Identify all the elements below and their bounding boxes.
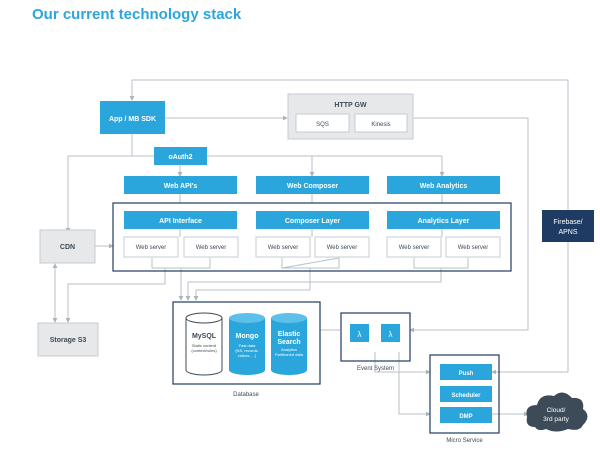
mysql-cylinder: MySQL Static content (context/rules) [185,312,223,376]
third-party-label: 3rd party [543,416,569,423]
lambda-label: λ [358,330,362,339]
elastic-sub-label: Partitioned data [275,352,304,357]
elastic-sub-label: Analytics [281,347,297,352]
app-sdk-node: App / MB SDK [100,101,165,134]
http-gw-node: HTTP GW SQS Kinesis [287,93,414,140]
dmp-box [440,407,492,423]
push-label: Push [459,371,474,377]
connector-events-push [374,352,431,375]
push-box [440,364,492,380]
web-server-label: Web server [327,245,358,251]
web-server-box [314,236,370,258]
elastic-cylinder: Elastic Search Analytics Partitioned dat… [271,313,307,375]
mongo-sub-label: (NS, records, [235,348,259,353]
cloud-label: Cloud/ [547,407,566,414]
firebase-label: Firebase/ [553,219,582,226]
web-analytics-box [387,176,500,194]
analytics-layer-box [387,211,500,229]
database-label: Database [233,392,259,398]
lambda-box [381,324,400,342]
connector-analytics-db [185,268,442,301]
web-server-label: Web server [196,245,227,251]
lambda-box [350,324,369,342]
mysql-sub-label: Static content [192,343,217,348]
scheduler-box [440,386,492,402]
connector-composer-db [193,268,311,301]
composer-layer-box [256,211,369,229]
oauth2-node: oAuth2 [154,147,207,165]
elastic-label: Elastic [278,331,301,338]
bracket-composer-servers-a [281,257,340,269]
web-server-box [445,236,501,258]
firebase-node: Firebase/ APNS [542,210,594,242]
web-server-box [183,236,239,258]
mysql-sub-label: (context/rules) [191,348,217,353]
connector-servers-storage [65,268,166,323]
web-server-box [123,236,179,258]
web-server-box [386,236,442,258]
connector-firebase-push [491,242,569,375]
api-interface-box [124,211,237,229]
connector-events-dmp [398,352,431,417]
event-system-label: Event System [357,366,394,372]
mongo-cylinder: Mongo Fast data (NS, records, videos, ..… [229,313,265,375]
web-apis-box [124,176,237,194]
micro-service-group: Push Scheduler DMP Micro Service [429,354,500,444]
oauth2-label: oAuth2 [168,154,192,161]
web-server-box [255,236,311,258]
scheduler-label: Scheduler [451,393,481,399]
event-system-group: λ λ Event System [340,312,411,372]
mongo-label: Mongo [236,333,259,340]
bracket-composer-servers-b [282,258,340,269]
web-apis-label: Web API's [164,183,198,190]
web-server-label: Web server [136,245,167,251]
analytics-layer-label: Analytics Layer [418,218,470,225]
web-server-label: Web server [268,245,299,251]
web-server-label: Web server [458,245,489,251]
micro-service-label: Micro Service [446,438,483,444]
page-title: Our current technology stack [32,6,242,23]
api-interface-label: API Interface [159,218,202,225]
connector-firebase-to-app [129,79,569,210]
sqs-label: SQS [316,122,329,128]
cdn-node: CDN [39,229,96,264]
kinesis-label: Kinesis [371,122,390,128]
connectors [52,79,569,417]
storage-s3-label: Storage S3 [50,337,87,344]
cloud-node: Cloud/ 3rd party [526,392,588,432]
lambda-label: λ [389,330,393,339]
bracket-analytics-servers [413,258,469,269]
apns-label: APNS [558,229,577,236]
composer-layer-label: Composer Layer [285,218,341,225]
storage-s3-node: Storage S3 [37,322,99,357]
service-container: API Interface Composer Layer Analytics L… [112,202,512,272]
cdn-label: CDN [60,244,75,251]
mongo-sub-label: videos, ...) [238,353,257,358]
web-composer-label: Web Composer [287,183,338,190]
database-group: MySQL Static content (context/rules) Mon… [172,301,321,398]
search-label: Search [277,339,300,346]
dmp-label: DMP [459,414,472,420]
app-sdk-label: App / MB SDK [109,116,156,123]
mongo-sub-label: Fast data [239,343,256,348]
web-analytics-label: Web Analytics [420,183,468,190]
web-composer-box [256,176,369,194]
connector-gw-to-events [409,117,529,333]
http-gw-label: HTTP GW [334,102,367,109]
web-server-label: Web server [399,245,430,251]
web-tier: Web API's Web Composer Web Analytics [124,176,500,194]
mysql-label: MySQL [192,333,217,340]
bracket-api-servers [151,258,211,269]
